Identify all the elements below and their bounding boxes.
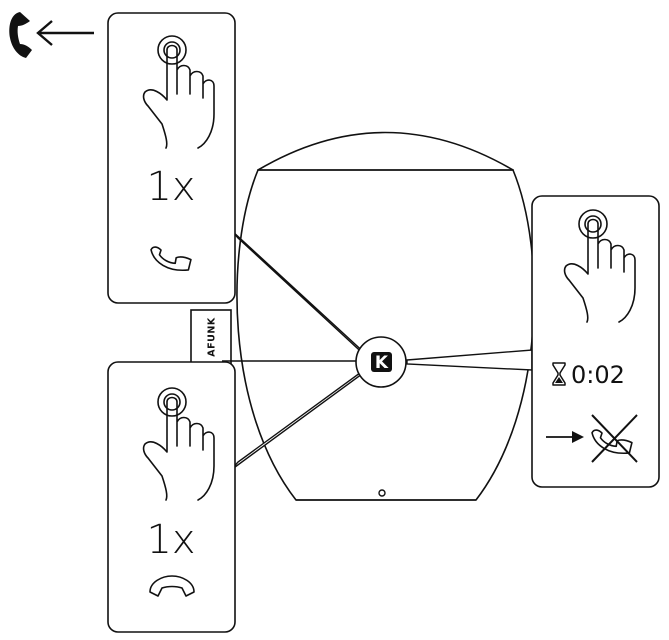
- hourglass-icon: [552, 362, 566, 386]
- incoming-call-indicator: [9, 12, 94, 58]
- strap-label: AFUNK: [207, 317, 218, 357]
- phone-crossed-icon: [589, 414, 638, 466]
- press-count-label: 1x: [146, 164, 195, 210]
- k-button: K: [355, 336, 407, 388]
- speaker-top-cap: [257, 131, 514, 171]
- timer-label: 0:02: [571, 361, 625, 389]
- speaker-body: [236, 169, 535, 501]
- panel-reject-call: 0:02: [531, 195, 660, 488]
- arrow-right-icon: [546, 431, 584, 443]
- k-logo-icon: [371, 352, 392, 372]
- speaker-device: [236, 131, 535, 501]
- speaker-strap: AFUNK: [190, 309, 232, 366]
- press-count-label: 1x: [146, 517, 195, 563]
- speaker-port: [378, 489, 386, 497]
- arrow-left-icon: [36, 20, 94, 46]
- panel-end-call: 1x: [107, 361, 236, 633]
- phone-hangup-icon: [149, 575, 195, 597]
- phone-handset-icon: [9, 12, 32, 58]
- panel-answer-call: 1x: [107, 12, 236, 304]
- logo-letter: K: [375, 353, 389, 373]
